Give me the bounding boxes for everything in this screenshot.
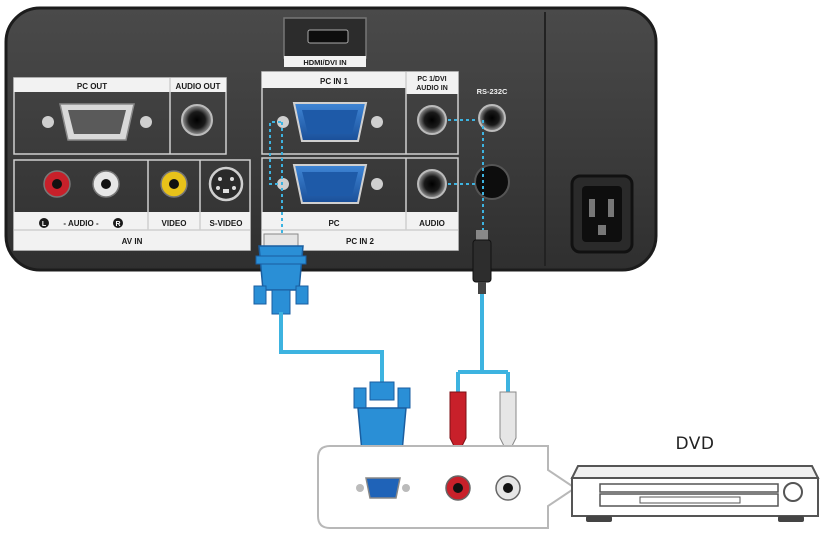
av-audio-channel-label: - AUDIO -	[63, 219, 99, 228]
svideo-label: S-VIDEO	[210, 219, 243, 228]
audio-cable	[456, 230, 510, 392]
pc-label: PC	[328, 219, 339, 228]
left-channel-glyph: L	[42, 221, 47, 228]
round-service-port[interactable]	[474, 164, 510, 200]
pc-out-vga-port[interactable]	[42, 103, 152, 141]
audio-label: AUDIO	[419, 219, 445, 228]
av-audio-l-jack[interactable]	[43, 170, 71, 198]
pc1-dvi-audio-label-line2: AUDIO IN	[416, 85, 448, 92]
rs232c-jack[interactable]	[478, 104, 506, 132]
av-svideo-jack[interactable]	[208, 166, 244, 202]
pc-out-label: PC OUT	[77, 82, 107, 91]
dvd-player	[570, 465, 820, 522]
pc1-dvi-audio-in-jack[interactable]	[417, 105, 447, 135]
dvd-audio-white-jack[interactable]	[495, 475, 521, 501]
pc1-dvi-audio-label-line1: PC 1/DVI	[417, 76, 446, 83]
left-channel-badge: L	[39, 218, 49, 228]
dvd-audio-red-jack[interactable]	[445, 475, 471, 501]
right-channel-glyph: R	[115, 221, 120, 228]
pc-in-2-vga-port[interactable]	[277, 164, 383, 204]
av-in-block	[13, 159, 251, 251]
pc-in-1-vga-port[interactable]	[277, 102, 383, 142]
av-in-label: AV IN	[122, 237, 143, 246]
pc-in-2-audio-jack[interactable]	[417, 169, 447, 199]
pc-in-1-label: PC IN 1	[320, 77, 349, 86]
av-audio-r-jack[interactable]	[92, 170, 120, 198]
dvd-label: DVD	[675, 434, 714, 454]
av-video-jack[interactable]	[160, 170, 188, 198]
power-inlet[interactable]	[570, 174, 634, 254]
pc-out-audio-out-block	[13, 77, 227, 155]
audio-out-label: AUDIO OUT	[176, 82, 221, 91]
pc-in-2-label: PC IN 2	[346, 237, 375, 246]
pc-in-1-block	[261, 71, 459, 155]
rs232c-label: RS-232C	[477, 87, 508, 96]
audio-out-jack[interactable]	[181, 104, 213, 136]
hdmi-dvi-in-port[interactable]	[283, 17, 367, 67]
right-channel-badge: R	[113, 218, 123, 228]
hdmi-dvi-in-label: HDMI/DVI IN	[303, 58, 346, 67]
video-label: VIDEO	[162, 219, 187, 228]
dvd-vga-out-port[interactable]	[356, 477, 410, 499]
